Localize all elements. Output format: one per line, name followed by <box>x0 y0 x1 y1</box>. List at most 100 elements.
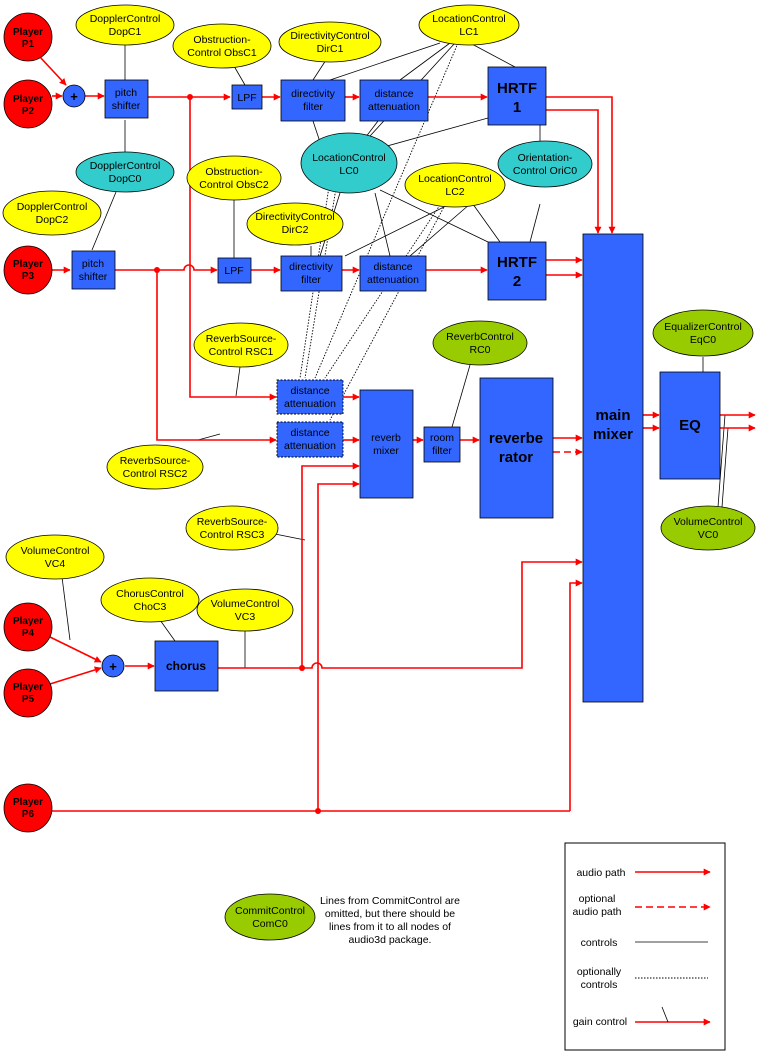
control-rsc2: ReverbSource- Control RSC2 <box>106 444 204 490</box>
svg-text:lines from it to all nodes of: lines from it to all nodes of <box>329 921 451 933</box>
control-lc1: LocationControl LC1 <box>418 4 520 46</box>
svg-text:DopplerControl: DopplerControl <box>17 201 88 213</box>
control-vc4: VolumeControl VC4 <box>5 534 105 580</box>
svg-text:+: + <box>70 89 78 104</box>
svg-text:main: main <box>595 407 630 424</box>
svg-text:Player: Player <box>13 27 43 38</box>
player-p3: Player P3 <box>3 245 53 295</box>
svg-text:P3: P3 <box>22 271 35 282</box>
control-choc3: ChorusControl ChoC3 <box>100 577 200 623</box>
svg-text:Control RSC1: Control RSC1 <box>209 346 274 358</box>
block-reverb-mixer: reverb mixer <box>359 389 414 499</box>
control-dopc1: DopplerControl DopC1 <box>75 4 175 46</box>
block-directivity-filter-1: directivity filter <box>280 79 346 122</box>
svg-text:Control RSC2: Control RSC2 <box>123 468 188 480</box>
svg-text:optional: optional <box>579 893 616 905</box>
svg-text:EQ: EQ <box>679 417 701 434</box>
svg-text:distance: distance <box>374 88 413 100</box>
svg-text:2: 2 <box>513 273 521 290</box>
svg-text:VolumeControl: VolumeControl <box>211 598 280 610</box>
svg-text:Obstruction-: Obstruction- <box>205 166 263 178</box>
control-rc0: ReverbControl RC0 <box>432 320 528 366</box>
control-dopc0: DopplerControl DopC0 <box>75 151 175 193</box>
block-main-mixer: main mixer <box>582 233 644 703</box>
legend: audio path optional audio path controls … <box>564 842 726 1051</box>
svg-text:Lines from CommitControl are: Lines from CommitControl are <box>320 895 460 907</box>
svg-text:filter: filter <box>301 274 321 286</box>
audio-paths <box>39 56 756 814</box>
svg-text:Control ObsC1: Control ObsC1 <box>187 47 257 59</box>
block-distance-attenuation-2: distance attenuation <box>359 255 427 292</box>
block-lpf-1: LPF <box>231 84 263 110</box>
svg-text:EqC0: EqC0 <box>690 334 716 346</box>
svg-text:controls: controls <box>581 937 618 949</box>
svg-text:ReverbControl: ReverbControl <box>446 331 514 343</box>
block-reverberator: reverbe rator <box>479 377 554 519</box>
svg-text:optionally: optionally <box>577 966 622 978</box>
svg-text:attenuation: attenuation <box>367 274 419 286</box>
svg-text:ComC0: ComC0 <box>252 918 288 930</box>
svg-text:DirectivityControl: DirectivityControl <box>255 211 334 223</box>
svg-text:Control RSC3: Control RSC3 <box>200 529 265 541</box>
svg-text:mixer: mixer <box>593 426 633 443</box>
svg-text:Player: Player <box>13 616 43 627</box>
svg-text:ReverbSource-: ReverbSource- <box>206 333 277 345</box>
svg-text:Player: Player <box>13 797 43 808</box>
svg-text:P2: P2 <box>22 106 35 117</box>
block-room-filter: room filter <box>423 426 461 463</box>
svg-text:1: 1 <box>513 99 521 116</box>
svg-text:P6: P6 <box>22 809 35 820</box>
svg-text:LPF: LPF <box>224 265 243 277</box>
svg-text:controls: controls <box>581 979 618 991</box>
svg-text:Obstruction-: Obstruction- <box>193 34 251 46</box>
svg-text:VC4: VC4 <box>45 558 66 570</box>
block-pitch-shifter-2: pitch shifter <box>71 250 116 290</box>
svg-text:DirC1: DirC1 <box>317 43 344 55</box>
svg-text:ChoC3: ChoC3 <box>134 601 167 613</box>
svg-text:directivity: directivity <box>289 261 334 273</box>
svg-text:DopC0: DopC0 <box>109 173 142 185</box>
control-dopc2: DopplerControl DopC2 <box>2 190 102 236</box>
svg-text:directivity: directivity <box>291 88 336 100</box>
svg-text:rator: rator <box>499 449 533 466</box>
svg-text:audio path: audio path <box>572 906 621 918</box>
svg-text:DirC2: DirC2 <box>282 224 309 236</box>
control-oric0: Orientation- Control OriC0 <box>497 140 593 188</box>
svg-text:ReverbSource-: ReverbSource- <box>197 516 268 528</box>
svg-text:distance: distance <box>290 427 329 439</box>
svg-text:VC0: VC0 <box>698 529 719 541</box>
svg-text:attenuation: attenuation <box>368 101 420 113</box>
svg-text:LPF: LPF <box>237 92 256 104</box>
svg-text:omitted, but there should be: omitted, but there should be <box>325 908 455 920</box>
control-obsc2: Obstruction- Control ObsC2 <box>186 155 282 201</box>
legend-controls: controls <box>581 937 708 949</box>
svg-text:VC3: VC3 <box>235 611 256 623</box>
svg-text:filter: filter <box>432 445 452 457</box>
block-hrtf-2: HRTF 2 <box>487 241 547 301</box>
svg-text:CommitControl: CommitControl <box>235 905 305 917</box>
svg-text:Player: Player <box>13 682 43 693</box>
control-rsc3: ReverbSource- Control RSC3 <box>185 505 279 551</box>
svg-text:DopC2: DopC2 <box>36 214 69 226</box>
block-distance-attenuation-1: distance attenuation <box>359 79 429 122</box>
control-eqc0: EqualizerControl EqC0 <box>652 309 754 357</box>
svg-text:VolumeControl: VolumeControl <box>674 516 743 528</box>
svg-text:LC2: LC2 <box>445 186 464 198</box>
svg-text:P4: P4 <box>22 628 35 639</box>
svg-text:attenuation: attenuation <box>284 398 336 410</box>
control-dirc1: DirectivityControl DirC1 <box>278 21 382 63</box>
block-lpf-2: LPF <box>217 257 252 284</box>
svg-text:DopplerControl: DopplerControl <box>90 160 161 172</box>
svg-text:LC1: LC1 <box>459 26 478 38</box>
svg-text:filter: filter <box>303 101 323 113</box>
block-distance-attenuation-reverb-2: distance attenuation <box>276 421 344 458</box>
block-distance-attenuation-reverb-1: distance attenuation <box>276 379 344 415</box>
player-p2: Player P2 <box>3 79 53 129</box>
svg-text:room: room <box>430 432 454 444</box>
svg-text:LC0: LC0 <box>339 165 358 177</box>
svg-text:DopplerControl: DopplerControl <box>90 13 161 25</box>
block-eq: EQ <box>659 371 721 480</box>
svg-text:P5: P5 <box>22 694 35 705</box>
svg-text:DopC1: DopC1 <box>109 26 142 38</box>
